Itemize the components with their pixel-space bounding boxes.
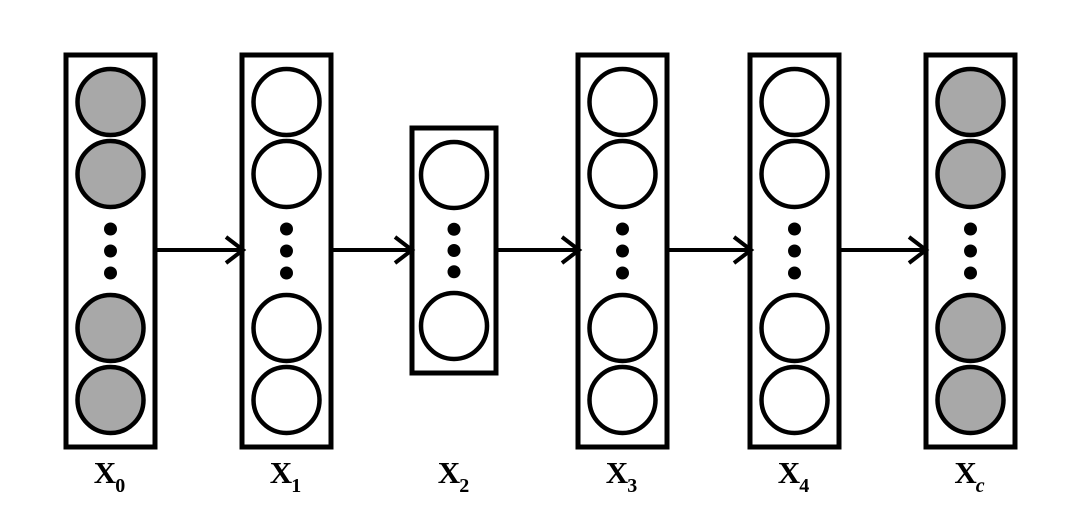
layer-x1-node-bottom-1[interactable] [251, 364, 322, 436]
layer-x1-ellipsis-dot-2 [280, 266, 293, 280]
layer-x0-label-base: X [93, 455, 117, 490]
layer-x4-ellipsis-dot-1 [788, 244, 801, 258]
layer-x3-ellipsis-dot-0 [616, 222, 629, 236]
layer-x1-node-bottom-0[interactable] [251, 292, 322, 364]
layer-x2-label-base: X [437, 455, 461, 490]
layer-x3-label: X3 [552, 455, 692, 497]
layer-x4-node-top-0[interactable] [759, 66, 830, 138]
layer-x4-label-base: X [777, 455, 801, 490]
layer-xc-label-base: X [954, 455, 977, 490]
layer-x3-node-top-0[interactable] [587, 66, 658, 138]
arrow-x4-xc-head-icon [907, 235, 930, 265]
layer-x0-node-bottom-1[interactable] [75, 364, 146, 436]
layer-x1-label-subscript: 1 [291, 475, 302, 498]
layer-x2-node-bottom-0[interactable] [418, 290, 490, 362]
layer-x2-label: X2 [384, 455, 524, 497]
layer-x0-node-top-0[interactable] [75, 66, 146, 138]
layer-x1[interactable] [239, 52, 334, 450]
arrow-x2-x3 [497, 235, 583, 265]
layer-x4-node-bottom-1[interactable] [759, 364, 830, 436]
layer-x3-label-subscript: 3 [627, 475, 638, 498]
layer-xc-label: Xc [900, 455, 1040, 497]
layer-x0-node-top-1[interactable] [75, 138, 146, 210]
arrow-x4-xc [841, 235, 930, 265]
layer-x3-node-bottom-1[interactable] [587, 364, 658, 436]
layer-x2-ellipsis-dot-2 [447, 265, 461, 279]
layer-x3[interactable] [575, 52, 670, 450]
arrow-x0-x1-head-icon [224, 235, 247, 265]
layer-x0-ellipsis-dot-1 [104, 244, 117, 258]
layer-x0-label-subscript: 0 [115, 475, 126, 498]
layer-x3-node-bottom-0[interactable] [587, 292, 658, 364]
layer-x2-node-top-0[interactable] [418, 139, 490, 211]
layer-x0[interactable] [63, 52, 158, 450]
layer-x3-label-base: X [605, 455, 629, 490]
arrow-x0-x1 [157, 235, 247, 265]
layer-x2-ellipsis-dot-1 [447, 244, 461, 257]
layer-x2-label-subscript: 2 [459, 475, 470, 498]
arrow-x3-x4-head-icon [732, 235, 755, 265]
layer-x1-node-top-0[interactable] [251, 66, 322, 138]
layer-x4-label: X4 [724, 455, 864, 497]
layer-x0-label: X0 [40, 455, 180, 497]
layer-x4-node-top-1[interactable] [759, 138, 830, 210]
layer-x0-ellipsis-dot-0 [104, 222, 117, 236]
layer-x1-label-base: X [269, 455, 293, 490]
layer-xc[interactable] [923, 52, 1018, 450]
arrow-x1-x2 [333, 235, 416, 265]
arrow-x2-x3-head-icon [560, 235, 583, 265]
layer-x2-ellipsis-dot-0 [447, 222, 461, 236]
arrow-x1-x2-head-icon [393, 235, 416, 265]
layer-x4[interactable] [747, 52, 842, 450]
layer-xc-label-subscript: c [975, 475, 985, 498]
layer-x1-ellipsis-dot-0 [280, 222, 293, 236]
layer-x4-ellipsis-dot-2 [788, 266, 801, 280]
layer-xc-node-top-1[interactable] [935, 138, 1006, 210]
layer-x0-node-bottom-0[interactable] [75, 292, 146, 364]
layer-x3-ellipsis-dot-1 [616, 244, 629, 258]
layer-x3-ellipsis-dot-2 [616, 266, 629, 280]
layer-x1-node-top-1[interactable] [251, 138, 322, 210]
layer-xc-node-bottom-0[interactable] [935, 292, 1006, 364]
layer-x4-node-bottom-0[interactable] [759, 292, 830, 364]
layer-x2[interactable] [409, 125, 499, 376]
layer-xc-ellipsis-dot-1 [964, 244, 977, 258]
layer-x4-label-subscript: 4 [799, 475, 810, 498]
layer-xc-ellipsis-dot-2 [964, 266, 977, 280]
layer-xc-node-top-0[interactable] [935, 66, 1006, 138]
layer-x1-label: X1 [216, 455, 356, 497]
layer-x4-ellipsis-dot-0 [788, 222, 801, 236]
layer-x1-ellipsis-dot-1 [280, 244, 293, 258]
layer-xc-node-bottom-1[interactable] [935, 364, 1006, 436]
layer-x0-ellipsis-dot-2 [104, 266, 117, 280]
arrow-x3-x4 [669, 235, 755, 265]
layer-x3-node-top-1[interactable] [587, 138, 658, 210]
layer-xc-ellipsis-dot-0 [964, 222, 977, 236]
